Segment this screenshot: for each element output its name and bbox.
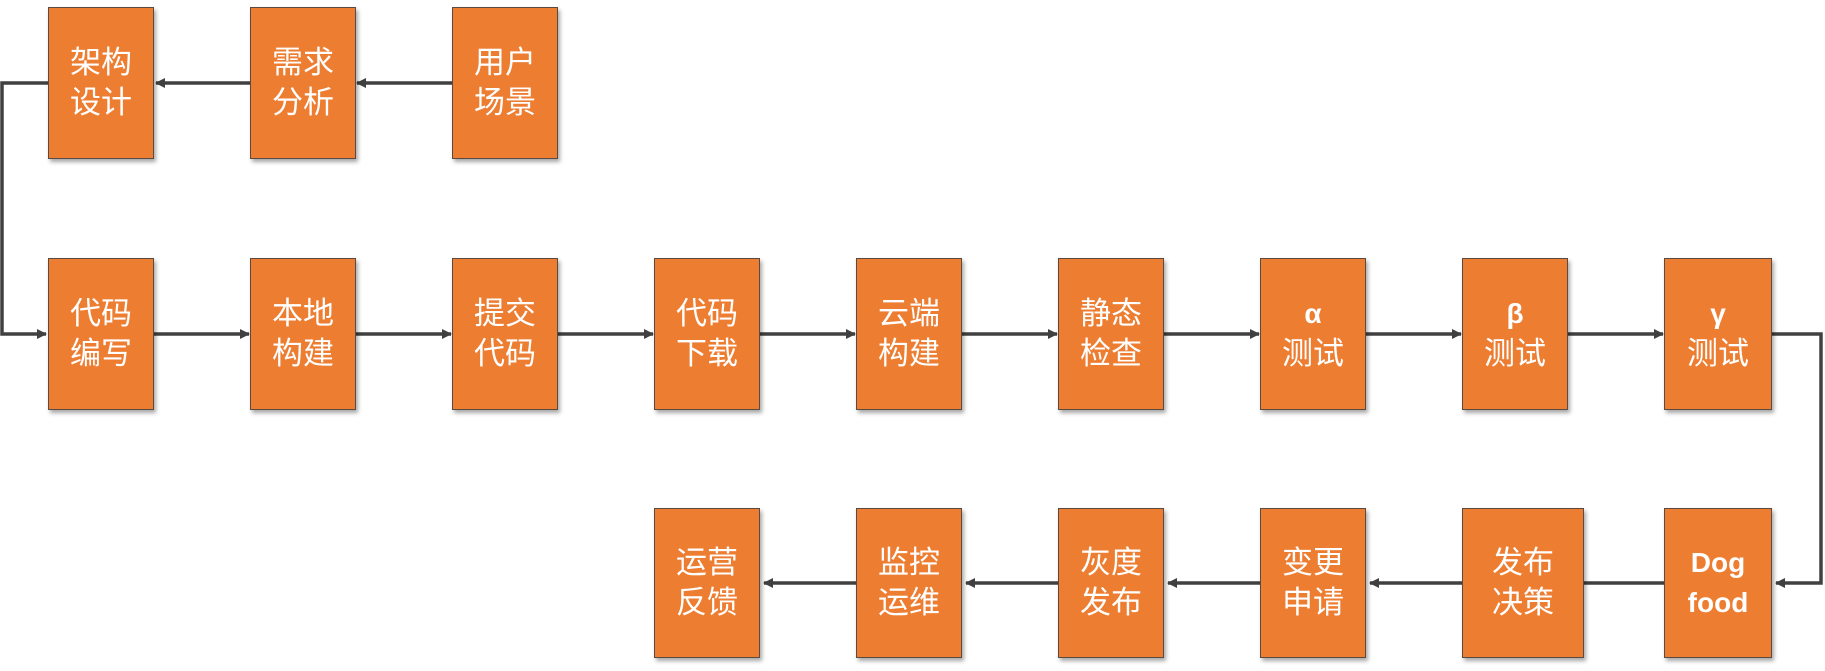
node-label-line1: 代码 [676, 296, 738, 332]
node-requirement-analysis: 需求 分析 [250, 7, 356, 159]
node-label-line1: 变更 [1282, 545, 1344, 581]
node-code-writing: 代码 编写 [48, 258, 154, 410]
node-operation-feedback: 运营 反馈 [654, 508, 760, 658]
node-label-line2: 构建 [878, 336, 940, 372]
node-label-line1: 发布 [1492, 545, 1554, 581]
node-alpha-test: α 测试 [1260, 258, 1366, 410]
node-label-line2: 构建 [272, 336, 334, 372]
node-label-line2: 运维 [878, 585, 940, 621]
node-label-line1: 用户 [474, 45, 536, 81]
node-user-scenario: 用户 场景 [452, 7, 558, 159]
node-label-line2: 分析 [272, 85, 334, 121]
node-label-line2: 编写 [70, 336, 132, 372]
node-label-line2: 申请 [1282, 585, 1344, 621]
node-label-line1: Dog [1690, 547, 1746, 578]
node-dog-food: Dog food [1664, 508, 1772, 658]
node-code-download: 代码 下载 [654, 258, 760, 410]
node-release-decision: 发布 决策 [1462, 508, 1584, 658]
node-beta-test: β 测试 [1462, 258, 1568, 410]
node-label-line2: 下载 [676, 336, 738, 372]
node-label-line2: 场景 [474, 85, 536, 121]
arrow-gamma-to-dogfood [1772, 332, 1823, 588]
arrow-architecture-to-code [0, 81, 48, 339]
node-gamma-test: γ 测试 [1664, 258, 1772, 410]
node-label-line1: 架构 [70, 45, 132, 81]
node-label-line2: 测试 [1687, 336, 1749, 372]
node-label-line2: 决策 [1492, 585, 1554, 621]
node-label-line2: food [1687, 587, 1749, 618]
node-label-line1: 提交 [474, 296, 536, 332]
node-change-request: 变更 申请 [1260, 508, 1366, 658]
node-label-line1: 静态 [1080, 296, 1142, 332]
node-label-line2: 检查 [1080, 336, 1142, 372]
node-label-line2: 测试 [1484, 336, 1546, 372]
node-label-line1: γ [1710, 298, 1726, 329]
node-architecture-design: 架构 设计 [48, 7, 154, 159]
node-monitoring-ops: 监控 运维 [856, 508, 962, 658]
node-label-line1: 运营 [676, 545, 738, 581]
node-label-line2: 反馈 [676, 585, 738, 621]
node-label-line1: 需求 [272, 45, 334, 81]
node-label-line2: 测试 [1282, 336, 1344, 372]
node-label-line1: β [1506, 298, 1524, 329]
node-label-line2: 代码 [474, 336, 536, 372]
node-label-line1: α [1304, 298, 1322, 329]
node-static-check: 静态 检查 [1058, 258, 1164, 410]
node-gray-release: 灰度 发布 [1058, 508, 1164, 658]
node-label-line2: 发布 [1080, 585, 1142, 621]
node-cloud-build: 云端 构建 [856, 258, 962, 410]
node-label-line1: 监控 [878, 545, 940, 581]
node-submit-code: 提交 代码 [452, 258, 558, 410]
node-label-line1: 灰度 [1080, 545, 1142, 581]
node-label-line1: 本地 [272, 296, 334, 332]
node-label-line2: 设计 [70, 85, 132, 121]
node-local-build: 本地 构建 [250, 258, 356, 410]
node-label-line1: 代码 [70, 296, 132, 332]
node-label-line1: 云端 [878, 296, 940, 332]
